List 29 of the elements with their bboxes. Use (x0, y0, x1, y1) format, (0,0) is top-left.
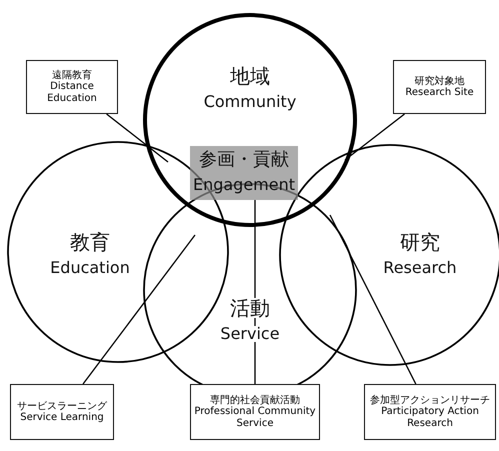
callout-box (26, 60, 118, 114)
callout-box (364, 384, 496, 440)
highlight-box (190, 146, 298, 200)
callout-label: Service Learning (20, 412, 104, 424)
leader-line (82, 234, 196, 384)
callout-title: 遠隔教育 (52, 70, 92, 81)
callout-title: 研究対象地 (414, 76, 464, 87)
circle-label: Education (50, 260, 130, 276)
circle-title: 地域 (230, 66, 270, 86)
callout-label: Participatory Action Research (380, 406, 480, 430)
circle-title: 研究 (400, 232, 440, 252)
leader-line (254, 200, 256, 384)
callout-label: Distance Education (46, 81, 98, 104)
circle-title: 教育 (70, 232, 110, 252)
leader-line (329, 214, 416, 384)
callout-title: 専門的社会貢献活動 (210, 394, 300, 406)
circle-label: Research (383, 260, 457, 276)
box-title: 参画・貢献 (199, 151, 289, 169)
circle-label: Service (218, 326, 282, 342)
circle-label: Community (204, 94, 296, 110)
callout-box (10, 384, 114, 440)
callout-title: サービスラーニング (17, 400, 107, 412)
circle-title: 活動 (228, 298, 272, 318)
callout-title: 参加型アクションリサーチ (370, 394, 490, 406)
callout-label: Research Site (405, 87, 474, 98)
callout-box (190, 384, 320, 440)
callout-box (393, 60, 486, 114)
callout-label: Professional Community Service (193, 406, 317, 430)
box-label: Engagement (192, 177, 296, 193)
